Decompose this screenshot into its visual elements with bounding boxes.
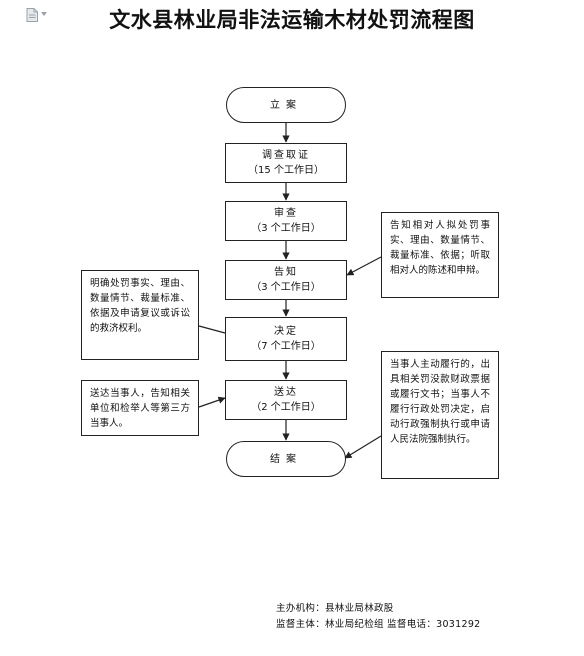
- node-review-duration: （3 个工作日）: [251, 223, 321, 234]
- node-notify-label: 告知: [274, 267, 298, 278]
- node-review[interactable]: 审查 （3 个工作日）: [225, 201, 347, 241]
- node-start[interactable]: 立案: [226, 87, 346, 123]
- note-notify-party: 告知相对人拟处罚事实、理由、数量情节、裁量标准、依据；听取相对人的陈述和申辩。: [381, 212, 499, 298]
- node-investigate[interactable]: 调查取证 （15 个工作日）: [225, 143, 347, 183]
- node-review-label: 审查: [274, 208, 298, 219]
- node-investigate-label: 调查取证: [262, 150, 310, 161]
- node-investigate-duration: （15 个工作日）: [248, 165, 324, 176]
- node-deliver-duration: （2 个工作日）: [251, 402, 321, 413]
- node-decide-duration: （7 个工作日）: [251, 341, 321, 352]
- note-delivery: 送达当事人，告知相关单位和检举人等第三方当事人。: [81, 380, 199, 436]
- note-execution: 当事人主动履行的，出具相关罚没款财政票据或履行文书；当事人不履行行政处罚决定，启…: [381, 351, 499, 479]
- node-deliver-label: 送达: [274, 387, 298, 398]
- chevron-down-icon[interactable]: [41, 12, 47, 16]
- node-notify-duration: （3 个工作日）: [251, 282, 321, 293]
- node-end[interactable]: 结案: [226, 441, 346, 477]
- document-icon[interactable]: [26, 8, 38, 22]
- node-end-label: 结案: [270, 453, 302, 465]
- footer-organizer: 主办机构：县林业局林政股: [276, 603, 394, 614]
- arrow-note-deliver: [198, 396, 226, 408]
- connector-decide-note: [198, 325, 226, 334]
- node-notify[interactable]: 告知 （3 个工作日）: [225, 260, 347, 300]
- note-decision-content: 明确处罚事实、理由、数量情节、裁量标准、依据及申请复议或诉讼的救济权利。: [81, 270, 199, 360]
- node-decide[interactable]: 决定 （7 个工作日）: [225, 317, 347, 361]
- node-decide-label: 决定: [274, 326, 298, 337]
- arrow-note-notify: [346, 256, 382, 276]
- arrow-note-end: [344, 435, 382, 459]
- node-start-label: 立案: [270, 99, 302, 111]
- page-title: 文水县林业局非法运输木材处罚流程图: [109, 8, 475, 32]
- footer-supervision: 监督主体：林业局纪检组 监督电话：3031292: [276, 619, 481, 630]
- node-deliver[interactable]: 送达 （2 个工作日）: [225, 380, 347, 420]
